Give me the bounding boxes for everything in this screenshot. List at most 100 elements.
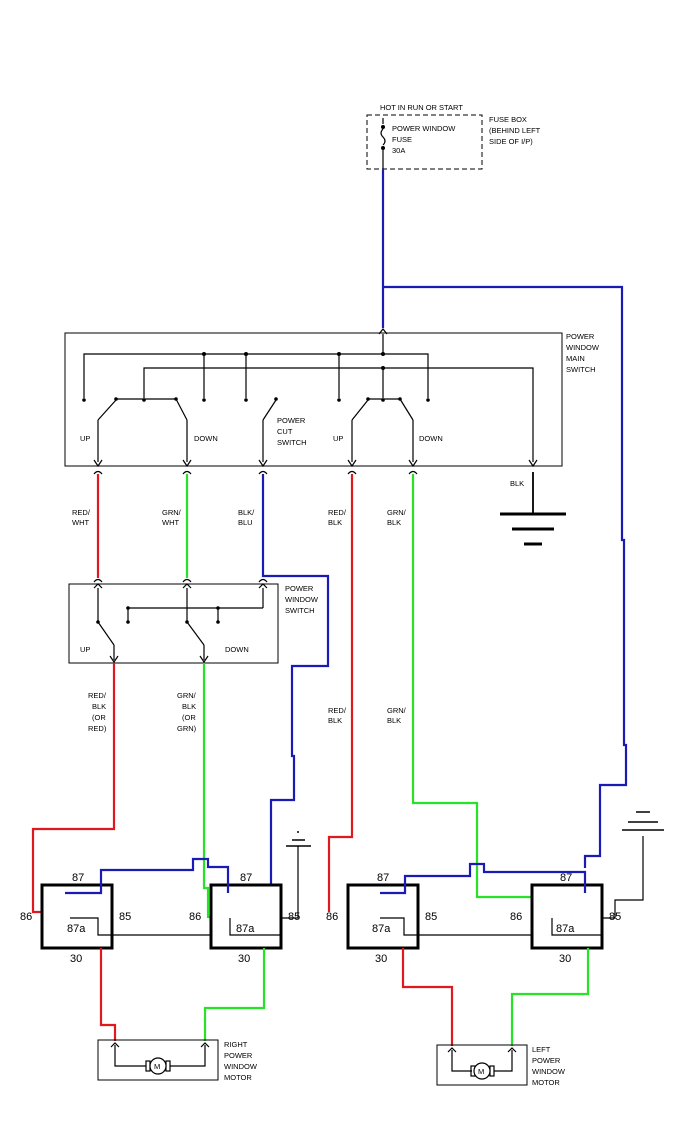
relay-2-pin-30: 30	[238, 953, 250, 965]
fuse-box-desc-line3: SIDE OF I/P)	[489, 137, 533, 146]
wire-label-pw-grn-2: BLK	[182, 702, 196, 711]
wire-label-red-blk-1: RED/	[328, 508, 347, 517]
pw-switch-to-right-relay-wires: RED/ BLK (OR RED) GRN/ BLK (OR GRN)	[31, 663, 210, 919]
relay-2: 87 87a 86 85 30	[189, 872, 300, 965]
wire-label-grn-wht-2: WHT	[162, 518, 179, 527]
main-switch-title-line1: POWER	[566, 332, 595, 341]
relay-1-pin-87: 87	[72, 872, 84, 884]
relay-3-pin-86: 86	[326, 911, 338, 923]
wire-label-pw-red-2: BLK	[92, 702, 106, 711]
power-window-switch: UP DOWN POWER WINDOW SWITCH	[68, 578, 319, 664]
left-motor-label-4: MOTOR	[532, 1078, 560, 1087]
main-switch-up-right: UP	[333, 434, 343, 443]
wire-label-blk: BLK	[510, 479, 524, 488]
main-switch-ground: BLK	[500, 472, 566, 546]
fuse-feed-wire	[381, 170, 628, 868]
wire-label-red-wht-1: RED/	[72, 508, 91, 517]
relay-1-pin-30: 30	[70, 953, 82, 965]
fuse-box-desc-line2: (BEHIND LEFT	[489, 126, 541, 135]
wire-label-pw-grn-1: GRN/	[177, 691, 197, 700]
wire-label-grn-blk-1: GRN/	[387, 508, 407, 517]
left-window-motor: M LEFT POWER WINDOW MOTOR	[436, 1044, 566, 1087]
right-motor-label-3: WINDOW	[224, 1062, 258, 1071]
relay-1-pin-85: 85	[119, 911, 131, 923]
wire-label-left-red-1: RED/	[328, 706, 347, 715]
right-motor-wires	[99, 948, 266, 1041]
fuse-label-line1: POWER WINDOW	[392, 124, 456, 133]
wire-label-pw-red-4: RED)	[88, 724, 107, 733]
relay-2-pin-87a: 87a	[236, 923, 255, 935]
main-switch-title-line3: MAIN	[566, 354, 585, 363]
wire-label-pw-red-1: RED/	[88, 691, 107, 700]
power-cut-line1: POWER	[277, 416, 306, 425]
right-motor-label-1: RIGHT	[224, 1040, 248, 1049]
wire-label-left-grn-1: GRN/	[387, 706, 407, 715]
right-motor-symbol: M	[154, 1062, 160, 1071]
wire-label-blk-blu-1: BLK/	[238, 508, 255, 517]
right-motor-icon	[149, 1057, 167, 1075]
power-cut-line3: SWITCH	[277, 438, 307, 447]
wire-label-grn-blk-2: BLK	[387, 518, 401, 527]
main-switch-up-left: UP	[80, 434, 90, 443]
power-cut-line2: CUT	[277, 427, 293, 436]
pw-switch-up: UP	[80, 645, 90, 654]
fuse-terminal-top	[381, 125, 385, 129]
wire-label-left-red-2: BLK	[328, 716, 342, 725]
right-window-motor: M RIGHT POWER WINDOW MOTOR	[97, 1039, 258, 1082]
fuse-terminal-bottom	[381, 146, 385, 150]
relay-3: 87 87a 86 85 30	[326, 872, 437, 965]
main-to-pw-switch-wires: RED/ WHT GRN/ WHT BLK/ BLU	[72, 474, 330, 897]
relay-3-pin-87a: 87a	[372, 923, 391, 935]
main-to-left-relay-wires: RED/ BLK GRN/ BLK RED/ BLK GRN/ BLK	[327, 474, 542, 917]
relay-4-pin-87: 87	[560, 872, 572, 884]
left-motor-label-2: POWER	[532, 1056, 561, 1065]
wire-label-red-wht-2: WHT	[72, 518, 89, 527]
main-switch-outline	[64, 332, 563, 467]
fuse-label-line2: FUSE	[392, 135, 412, 144]
right-relay-interconnects	[65, 831, 311, 936]
left-motor-symbol: M	[478, 1067, 484, 1076]
relay-2-pin-86: 86	[189, 911, 201, 923]
wire-label-pw-grn-3: (OR	[182, 713, 196, 722]
relay-4-pin-86: 86	[510, 911, 522, 923]
fuse-box-header: HOT IN RUN OR START	[380, 103, 463, 112]
fuse-box-outline	[366, 114, 483, 170]
pw-switch-title-line1: POWER	[285, 584, 314, 593]
wire-label-grn-wht-1: GRN/	[162, 508, 182, 517]
fuse-label-line3: 30A	[392, 146, 405, 155]
relay-2-pin-87: 87	[240, 872, 252, 884]
relay-4-pin-30: 30	[559, 953, 571, 965]
right-motor-label-4: MOTOR	[224, 1073, 252, 1082]
relay-3-pin-30: 30	[375, 953, 387, 965]
pw-switch-down: DOWN	[225, 645, 249, 654]
left-motor-wires	[401, 948, 590, 1046]
main-switch-connectors	[93, 470, 418, 475]
power-window-main-switch: POWER WINDOW MAIN SWITCH UP	[64, 328, 600, 468]
relay-1-pin-86: 86	[20, 911, 32, 923]
main-switch-title-line4: SWITCH	[566, 365, 596, 374]
wire-label-blk-blu-2: BLU	[238, 518, 253, 527]
left-relay-interconnects	[380, 811, 664, 936]
left-motor-icon	[473, 1062, 491, 1080]
relay-1: 87 87a 86 85 30	[20, 872, 131, 965]
wire-label-red-blk-2: BLK	[328, 518, 342, 527]
wire-label-left-grn-2: BLK	[387, 716, 401, 725]
main-switch-down-right: DOWN	[419, 434, 443, 443]
fuse-icon	[380, 128, 386, 146]
fuse-box: HOT IN RUN OR START POWER WINDOW FUSE 30…	[366, 103, 541, 170]
right-motor-label-2: POWER	[224, 1051, 253, 1060]
left-motor-label-3: WINDOW	[532, 1067, 566, 1076]
wire-label-pw-red-3: (OR	[92, 713, 106, 722]
main-switch-down-left: DOWN	[194, 434, 218, 443]
relay-3-pin-85: 85	[425, 911, 437, 923]
relay-4-pin-87a: 87a	[556, 923, 575, 935]
main-switch-title-line2: WINDOW	[566, 343, 600, 352]
left-motor-label-1: LEFT	[532, 1045, 551, 1054]
relay-2-pin-85: 85	[288, 911, 300, 923]
wire-label-pw-grn-4: GRN)	[177, 724, 197, 733]
relay-3-pin-87: 87	[377, 872, 389, 884]
pw-switch-title-line2: WINDOW	[285, 595, 319, 604]
pw-switch-title-line3: SWITCH	[285, 606, 315, 615]
relay-4: 87 87a 86 85 30	[510, 872, 621, 965]
relay-1-pin-87a: 87a	[67, 923, 86, 935]
